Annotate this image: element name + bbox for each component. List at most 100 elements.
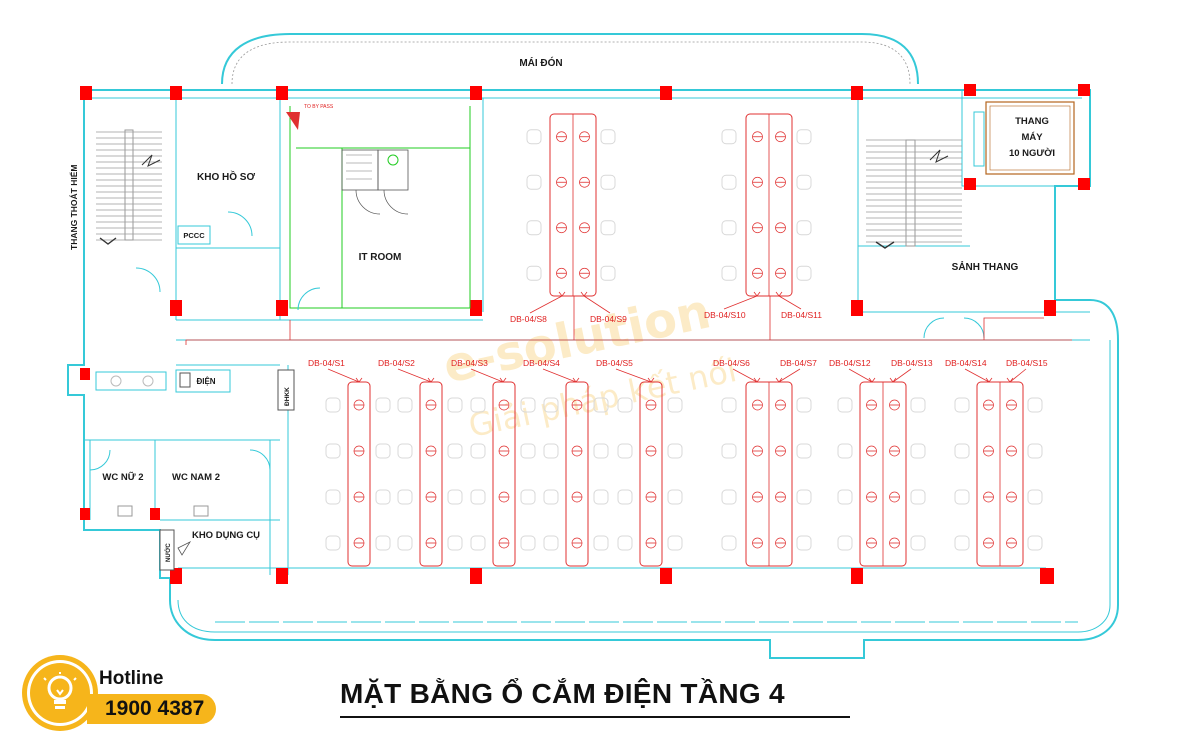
chair [447, 397, 463, 413]
chair [721, 265, 737, 281]
chair [520, 443, 536, 459]
arrow-icon [427, 377, 435, 383]
chair [721, 220, 737, 236]
it-room: TO BY PASS IT ROOM [286, 104, 471, 311]
circuit-leader [778, 295, 802, 310]
chair [593, 443, 609, 459]
chair [1027, 443, 1043, 459]
dhkk-label: ĐHKK [284, 387, 291, 406]
chair [520, 489, 536, 505]
chair [543, 489, 559, 505]
records-room: KHO HỒ SƠ PCCC [135, 170, 255, 293]
arrow-icon [355, 377, 363, 383]
electric-label: ĐIỆN [196, 377, 215, 386]
wc-male-label: WC NAM 2 [172, 472, 220, 483]
circuit-label: DB-04/S7 [780, 358, 817, 368]
circuit-leader [892, 368, 912, 383]
chair [796, 397, 812, 413]
pccc-label: PCCC [183, 231, 205, 240]
chair [954, 489, 970, 505]
elevator-line-2: MÁY [1021, 132, 1043, 143]
chair [397, 535, 413, 551]
chair [375, 397, 391, 413]
arrow-icon [985, 377, 993, 383]
chair [593, 535, 609, 551]
chair [397, 397, 413, 413]
structural-columns [80, 84, 1090, 584]
chair [470, 535, 486, 551]
arrow-icon [775, 377, 783, 383]
arrow-icon [647, 377, 655, 383]
chair [721, 174, 737, 190]
circuit-leader [397, 368, 432, 383]
chair [617, 535, 633, 551]
chair [617, 397, 633, 413]
chair [1027, 535, 1043, 551]
arrow-icon [889, 377, 897, 383]
arrow-icon [580, 291, 588, 297]
chair [954, 535, 970, 551]
chair [954, 397, 970, 413]
circuit-label: DB-04/S14 [945, 358, 987, 368]
chair [617, 443, 633, 459]
chair [526, 174, 542, 190]
chair [543, 443, 559, 459]
chair [721, 443, 737, 459]
server-racks [341, 149, 409, 215]
chair [325, 443, 341, 459]
chair [796, 443, 812, 459]
chair [447, 535, 463, 551]
chair [375, 489, 391, 505]
chair [796, 220, 812, 236]
elevator-line-3: 10 NGƯỜI [1009, 147, 1055, 159]
elevator-line-1: THANG [1015, 116, 1049, 127]
hotline-number[interactable]: 1900 4387 [87, 694, 217, 724]
circuit-label: DB-04/S8 [510, 314, 547, 324]
chair [543, 535, 559, 551]
chair [600, 265, 616, 281]
wc-female-label: WC NỮ 2 [102, 472, 143, 483]
chair [796, 265, 812, 281]
chair [910, 489, 926, 505]
circuit-label: DB-04/S6 [713, 358, 750, 368]
circuit-leader [615, 368, 652, 383]
chair [397, 443, 413, 459]
arrow-icon [499, 377, 507, 383]
chair [375, 535, 391, 551]
chair [837, 535, 853, 551]
water-label: NƯỚC [164, 543, 172, 562]
elevator: THANG MÁY 10 NGƯỜI [973, 101, 1075, 175]
chair [837, 443, 853, 459]
arrow-icon [753, 291, 761, 297]
chair [543, 397, 559, 413]
chair [721, 397, 737, 413]
chair [447, 489, 463, 505]
chair [796, 174, 812, 190]
chair [837, 489, 853, 505]
fire-stairs-label: THANG THOÁT HIỂM [68, 165, 79, 250]
chair [667, 535, 683, 551]
chair [470, 489, 486, 505]
circuit-label: DB-04/S1 [308, 358, 345, 368]
stair-hall-label: SẢNH THANG [952, 260, 1019, 273]
circuit-leader [1009, 368, 1027, 383]
chair [910, 397, 926, 413]
circuit-label: DB-04/S11 [781, 310, 822, 320]
chair [617, 489, 633, 505]
circuit-leader [542, 368, 577, 383]
chair [600, 174, 616, 190]
chair [526, 265, 542, 281]
arrow-icon [572, 377, 580, 383]
chair [721, 489, 737, 505]
circuit-label: DB-04/S9 [590, 314, 627, 324]
circuit-wiring [185, 296, 1072, 345]
chair [325, 397, 341, 413]
chair [796, 489, 812, 505]
hotline-banner[interactable]: Hotline 1900 4387 [27, 660, 237, 726]
main-stairs: SẢNH THANG [866, 139, 1019, 339]
chair [667, 397, 683, 413]
lightbulb-icon [27, 660, 93, 726]
chair [721, 535, 737, 551]
canopy-label: MÁI ĐÓN [519, 56, 562, 69]
